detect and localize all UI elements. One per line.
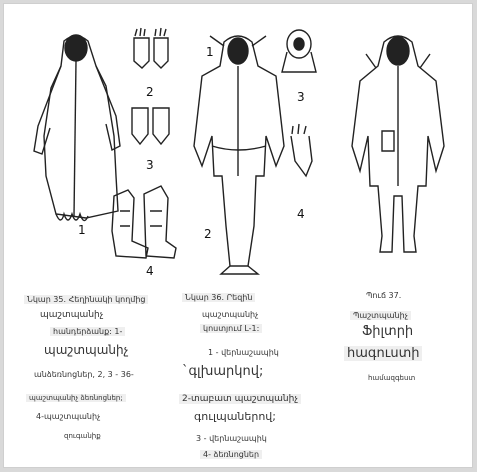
caption-middle-line-5: `գլխարկով;: [182, 364, 263, 379]
boot-covers-4-drawing: [112, 186, 176, 258]
caption-middle-line-2: պաշտպանիչ: [202, 310, 258, 319]
caption-left-line-2: պաշտպանիչ: [40, 310, 103, 320]
caption-left-line-3: հանդերձանք: 1-: [50, 327, 125, 336]
figure-number-3a: 3: [146, 158, 154, 172]
caption-right-line-5: համազգեստ: [368, 374, 415, 382]
caption-left-line-1: Նկար 35. Հեղինակի կողմից: [24, 295, 148, 304]
protective-gear-illustration: 1 2 3 4 1 2 3 4: [16, 26, 456, 286]
caption-left-line-8: զուգանիք: [64, 432, 101, 440]
figure-number-1b: 1: [206, 45, 214, 59]
figure-number-1a: 1: [78, 223, 86, 237]
caption-left-line-7: 4-պաշտպանիչ: [36, 412, 100, 421]
caption-middle-line-4: 1 - վերնաշապիկ: [208, 348, 279, 357]
figure-number-4a: 4: [146, 264, 154, 278]
caption-left-line-6: պաշտպանիչ ձեռնոցներ;: [26, 394, 126, 402]
figure-number-2a: 2: [146, 85, 154, 99]
caption-left-line-5: անձեռնոցներ, 2, 3 - 36-: [34, 370, 134, 379]
caption-right-line-2: Պաշտպանիչ: [350, 311, 411, 320]
caption-right-line-4: հագուստի: [344, 346, 422, 361]
caption-middle-line-7: գուլպաներով;: [194, 410, 276, 423]
document-page: 1 2 3 4 1 2 3 4 Նկար 35. Հեղինակի կողմից…: [3, 3, 473, 468]
caption-right-line-1: Պուճ 37.: [366, 291, 401, 300]
caption-middle-line-9: 4- ձեռնոցներ: [200, 450, 262, 459]
caption-middle-line-8: 3 - վերնաշապիկ: [196, 434, 267, 443]
gloves-4-drawing: [291, 124, 312, 176]
figure-number-4b: 4: [297, 207, 305, 221]
filter-overalls-drawing: [352, 36, 444, 252]
caption-middle-line-3: կոստյում L-1:: [200, 324, 262, 333]
hooded-coat-drawing: [34, 35, 120, 221]
figure-number-2b: 2: [204, 227, 212, 241]
gloves-pair-2-drawing: [134, 28, 168, 68]
figure-number-3b: 3: [297, 90, 305, 104]
hood-3-drawing: [282, 30, 316, 72]
caption-left-line-4: պաշտպանիչ: [44, 343, 129, 357]
caption-middle-line-1: Նկար 36. Րեզին: [182, 293, 255, 302]
caption-middle-line-6: 2-տաբատ պաշտպանիչ: [179, 394, 301, 404]
protective-gear-drawing: 1 2 3 4 1 2 3 4: [16, 26, 456, 286]
gloves-pair-3-drawing: [132, 108, 169, 144]
caption-right-line-3: Ֆիլտրի: [362, 324, 413, 339]
